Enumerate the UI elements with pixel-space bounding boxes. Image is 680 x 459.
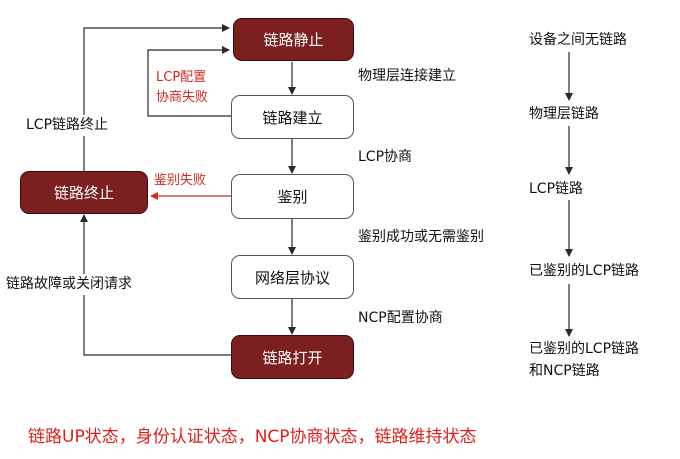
state-link-establish: 链路建立 — [231, 95, 354, 139]
label-lcp-terminate: LCP链路终止 — [26, 115, 109, 136]
stage-physical-link: 物理层链路 — [529, 106, 599, 122]
footer-summary: 链路UP状态，身份认证状态，NCP协商状态，链路维持状态 — [28, 427, 477, 447]
label-auth-fail: 鉴别失败 — [154, 173, 207, 188]
label-lcp-negotiation: LCP协商 — [358, 149, 413, 165]
arrow-open-to-terminate — [80, 214, 231, 356]
state-link-open: 链路打开 — [231, 335, 354, 379]
label-lcp-fail-line2: 协商失败 — [156, 90, 209, 105]
label-ncp-negotiation: NCP配置协商 — [358, 310, 443, 326]
stage-auth-lcp-ncp-line1: 已鉴别的LCP链路 — [529, 341, 640, 357]
label-physical-established: 物理层连接建立 — [358, 68, 456, 84]
state-network-protocol: 网络层协议 — [231, 255, 354, 299]
state-authenticate: 鉴别 — [231, 174, 354, 219]
state-link-static: 链路静止 — [233, 18, 354, 61]
state-link-terminate: 链路终止 — [20, 171, 148, 214]
stage-auth-lcp-link: 已鉴别的LCP链路 — [529, 263, 640, 279]
stage-lcp-link: LCP链路 — [529, 181, 584, 197]
arrow-lcp-fail-loop — [147, 46, 231, 117]
stage-no-link: 设备之间无链路 — [529, 32, 627, 48]
label-auth-success: 鉴别成功或无需鉴别 — [358, 229, 484, 245]
label-fault-or-close: 链路故障或关闭请求 — [6, 274, 132, 295]
stage-auth-lcp-ncp-line2: 和NCP链路 — [529, 363, 600, 379]
label-lcp-fail-line1: LCP配置 — [156, 70, 207, 85]
